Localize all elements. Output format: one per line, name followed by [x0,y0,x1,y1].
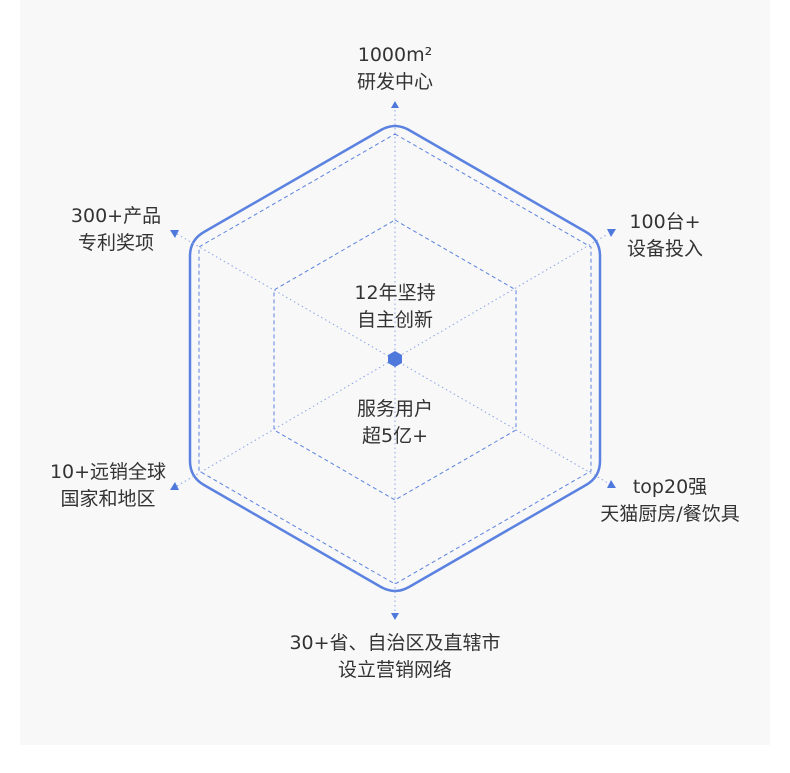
center-hexagon-icon [388,351,402,367]
arrow-top-left-icon [170,230,179,238]
label-bottom-right-line1: top20强 [632,476,708,498]
label-bottom-left-line1: 10+远销全球 [49,461,167,483]
arrow-bottom-right-icon [607,480,616,488]
label-center-upper-line1: 12年坚持 [354,282,436,304]
arrow-top-icon [391,101,399,108]
label-center-upper: 12年坚持 自主创新 [330,280,460,334]
label-top-left: 300+产品 专利奖项 [56,203,176,257]
label-top-line1: 1000m² [357,44,433,66]
arrow-bottom-icon [391,613,399,620]
label-bottom: 30+省、自治区及直辖市 设立营销网络 [270,630,520,684]
label-center-upper-line2: 自主创新 [356,309,433,331]
outer-hexagon [188,124,602,593]
label-top-left-line1: 300+产品 [70,205,162,227]
label-bottom-right-line2: 天猫厨房/餐饮具 [600,503,740,525]
label-top-right: 100台+ 设备投入 [600,209,730,263]
label-center-lower: 服务用户 超5亿+ [330,396,460,450]
label-center-lower-line1: 服务用户 [356,398,433,420]
label-top-left-line2: 专利奖项 [77,232,154,254]
label-bottom-left-line2: 国家和地区 [60,488,156,510]
label-bottom-line2: 设立营销网络 [337,659,452,681]
label-top-line2: 研发中心 [356,71,433,93]
label-bottom-left: 10+远销全球 国家和地区 [38,459,178,513]
label-top-right-line1: 100台+ [629,211,701,233]
inner-dashed-hexagon [198,133,592,585]
label-bottom-line1: 30+省、自治区及直辖市 [289,632,501,654]
label-top: 1000m² 研发中心 [320,42,470,96]
arrow-top-right-icon [607,229,616,237]
label-top-right-line2: 设备投入 [626,238,703,260]
label-center-lower-line2: 超5亿+ [361,425,428,447]
label-bottom-right: top20强 天猫厨房/餐饮具 [580,474,760,528]
arrow-bottom-left-icon [170,482,179,490]
